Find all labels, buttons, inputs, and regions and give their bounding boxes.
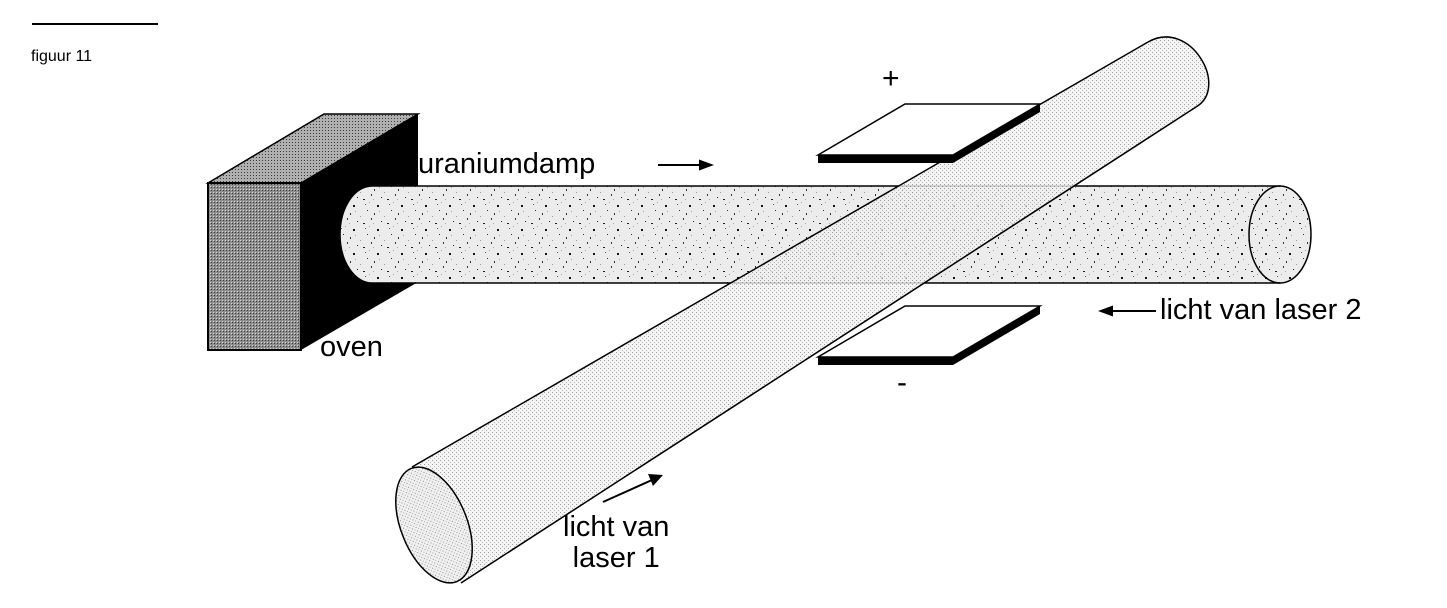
positive-plate	[815, 103, 1043, 163]
laser1-label: licht van laser 1	[563, 511, 670, 575]
oven-label: oven	[320, 331, 383, 363]
arrow-left-icon	[1098, 305, 1156, 317]
negative-sign: -	[897, 366, 907, 399]
oven-front	[207, 182, 302, 351]
arrow-up-right-icon	[602, 474, 663, 503]
vapour-beam-end	[1248, 185, 1312, 284]
figure-rule	[32, 23, 158, 25]
laser1-beam	[395, 36, 1210, 584]
arrow-right-icon	[658, 159, 714, 171]
figure-label: figuur 11	[31, 48, 93, 65]
negative-plate	[815, 305, 1043, 365]
laser1-beam-end	[395, 466, 473, 584]
positive-sign: +	[882, 62, 900, 95]
uranium-vapour-label: uraniumdamp	[418, 148, 596, 180]
laser2-label: licht van laser 2	[1160, 294, 1362, 326]
uranium-vapour-beam	[339, 185, 1312, 284]
